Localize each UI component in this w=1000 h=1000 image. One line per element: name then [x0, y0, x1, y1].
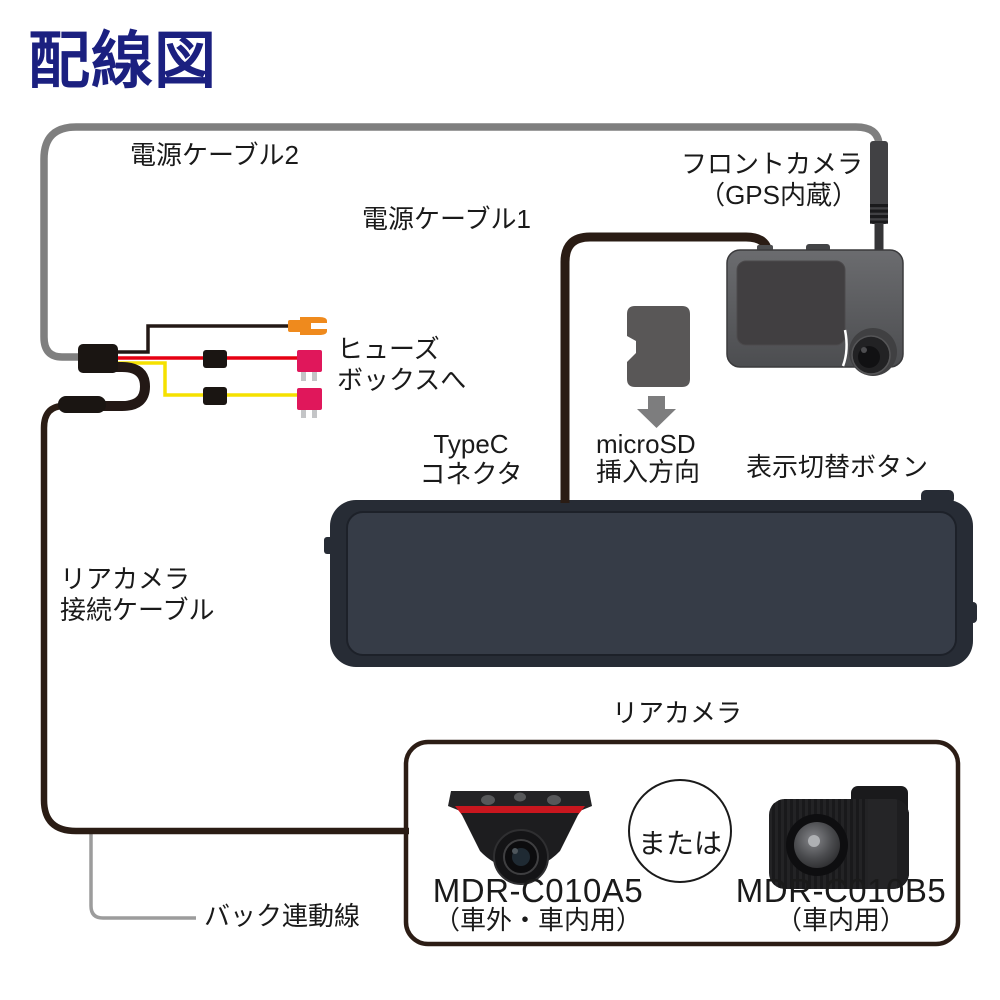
rear-camera-cable-line: [40, 402, 409, 835]
or-label: または: [637, 828, 722, 859]
front-camera-label-line2: （GPS内蔵）: [699, 180, 858, 210]
typec-connector-label-line1: TypeC: [433, 429, 509, 459]
microsd-insert-arrow-icon: [637, 396, 676, 428]
model-a-label: MDR-C010A5: [432, 872, 644, 909]
rear-camera-label: リアカメラ: [611, 698, 742, 728]
rear-camera-a-illustration: [448, 791, 592, 885]
spade-terminal: [288, 317, 327, 335]
mini-fuse-red-circuit: [297, 350, 322, 381]
power-cable-2-line: [40, 123, 883, 361]
microsd-label-line2: 挿入方向: [596, 457, 701, 487]
fuse-box-label-line1: ヒューズ: [337, 334, 440, 364]
mini-fuse-yellow-circuit: [297, 388, 322, 418]
back-interlock-wire-line: [89, 833, 196, 920]
black-accessory-wire: [115, 324, 292, 354]
connector-loop-cable: [100, 362, 151, 411]
power-connector-1: [78, 344, 118, 373]
fuse-box-label-line2: ボックスへ: [337, 365, 467, 395]
power-cable-2-label: 電源ケーブル2: [130, 140, 299, 170]
rear-cable-label-line2: 接続ケーブル: [60, 595, 215, 625]
back-interlock-wire-label: バック連動線: [204, 901, 361, 931]
mirror-monitor-screen: [346, 511, 957, 656]
fuse-holder-yellow: [203, 387, 227, 405]
microsd-card: [627, 306, 690, 387]
gps-plug: [870, 141, 888, 255]
rear-camera-b-illustration: [769, 786, 909, 889]
microsd-label-line1: microSD: [596, 429, 696, 459]
front-camera-illustration: [726, 244, 904, 376]
power-connector-2: [58, 396, 106, 413]
typec-connector-label-line2: コネクタ: [419, 459, 523, 489]
power-cable-1-label: 電源ケーブル1: [362, 204, 531, 234]
model-b-use-label: （車内用）: [775, 905, 906, 935]
or-circle: [628, 779, 732, 883]
page-title: 配線図: [28, 28, 218, 96]
rear-cable-label-line1: リアカメラ: [60, 564, 191, 594]
fuse-holder-red: [203, 350, 227, 368]
display-switch-button-label: 表示切替ボタン: [746, 452, 929, 482]
front-camera-label-line1: フロントカメラ: [680, 149, 863, 179]
yellow-wire: [115, 361, 298, 397]
model-b-label: MDR-C010B5: [735, 872, 947, 909]
model-a-use-label: （車外・車内用）: [433, 905, 642, 935]
